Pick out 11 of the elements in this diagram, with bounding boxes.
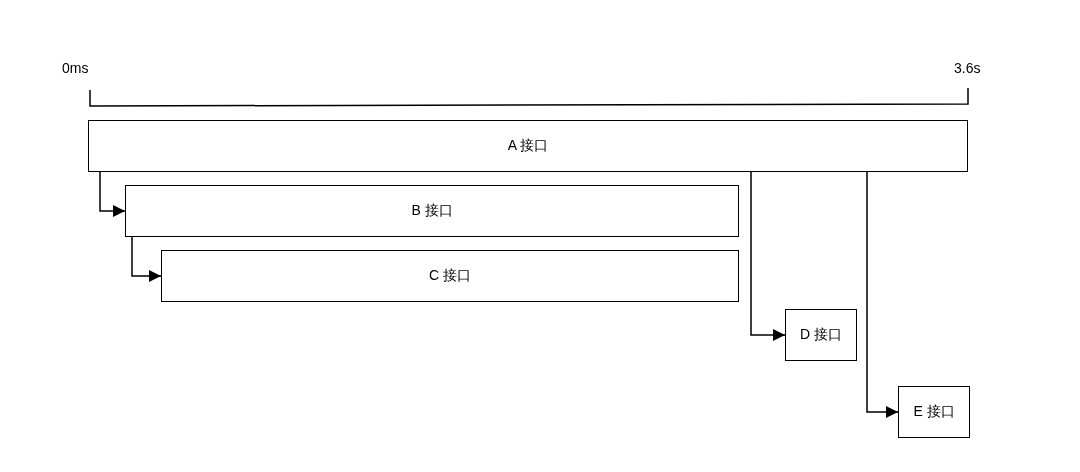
arrow (866, 171, 899, 418)
interface-bar: B 接口 (125, 185, 739, 237)
time-label: 0ms (62, 60, 89, 76)
interface-bar: E 接口 (898, 386, 970, 438)
interface-bar: C 接口 (161, 250, 739, 302)
arrow (131, 236, 162, 282)
time-label: 3.6s (954, 60, 981, 76)
arrow (99, 171, 126, 217)
interface-bar: A 接口 (88, 120, 968, 172)
interface-bar: D 接口 (785, 309, 857, 361)
arrow (750, 171, 786, 341)
